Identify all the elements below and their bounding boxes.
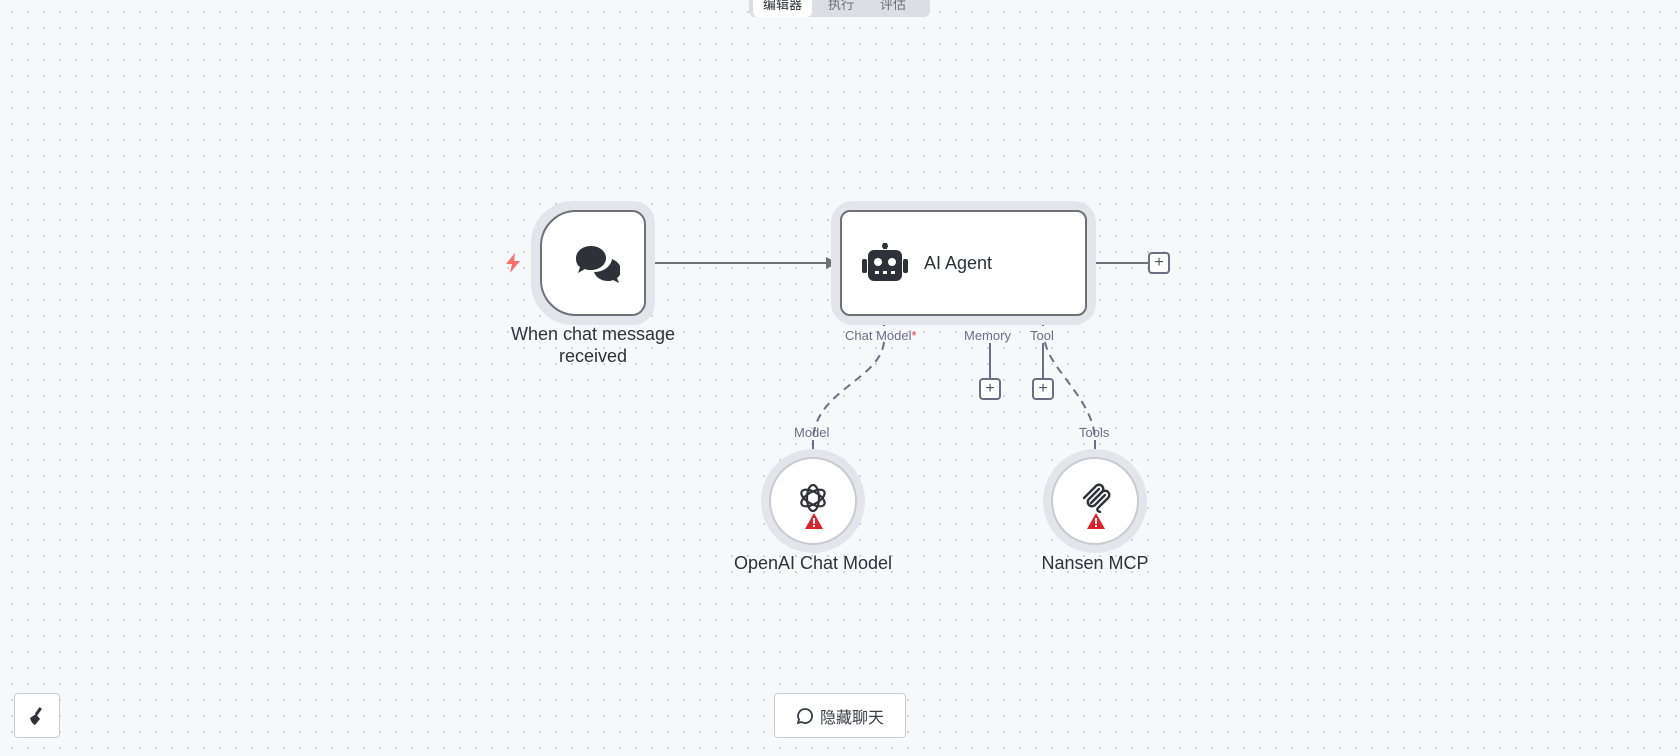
tab-executions[interactable]: 执行	[828, 0, 855, 12]
mcp-logo-icon	[1081, 481, 1113, 513]
add-node-after-agent-button[interactable]: +	[1148, 252, 1170, 274]
tab-evaluations[interactable]: 评估	[880, 0, 907, 12]
lightning-icon	[505, 253, 521, 273]
edge-tools-dashed	[1044, 341, 1096, 441]
hide-chat-label: 隐藏聊天	[819, 709, 884, 727]
clear-canvas-button[interactable]	[14, 693, 60, 738]
view-tabs: 编辑器 执行 评估	[749, 0, 930, 17]
memory-port-label: Memory	[964, 328, 1011, 343]
trigger-node-label: When chat message received	[498, 323, 688, 367]
nansen-node-label: Nansen MCP	[1041, 553, 1149, 573]
openai-logo-icon	[796, 481, 830, 515]
openai-chat-model-node[interactable]	[769, 457, 857, 545]
trigger-label-line2: received	[558, 346, 628, 366]
plus-icon: +	[1038, 380, 1048, 397]
required-asterisk: *	[911, 328, 917, 343]
tools-port-label: Tools	[1079, 425, 1110, 440]
agent-node-title: AI Agent	[924, 252, 993, 273]
chat-model-port-label: Chat Model*	[845, 328, 917, 343]
warning-triangle-icon	[805, 513, 823, 529]
edge-chat-model-dashed	[812, 341, 885, 441]
trigger-node[interactable]	[540, 210, 646, 316]
add-tool-button[interactable]: +	[1032, 378, 1054, 400]
chat-model-port-text: Chat Model	[845, 328, 912, 343]
tab-editor[interactable]: 编辑器	[753, 0, 813, 17]
robot-icon	[862, 243, 908, 283]
chat-bubble-icon	[796, 707, 814, 725]
trigger-label-line1: When chat message	[510, 324, 676, 344]
tool-port-label: Tool	[1030, 328, 1054, 343]
plus-icon: +	[985, 380, 995, 397]
warning-triangle-icon	[1087, 513, 1105, 529]
ai-agent-node[interactable]: AI Agent	[840, 210, 1087, 316]
model-port-label: Model	[794, 425, 830, 440]
chat-bubbles-icon	[572, 244, 620, 284]
add-memory-button[interactable]: +	[979, 378, 1001, 400]
hide-chat-button[interactable]: 隐藏聊天	[774, 693, 906, 738]
openai-node-label: OpenAI Chat Model	[733, 553, 893, 573]
nansen-mcp-node[interactable]	[1051, 457, 1139, 545]
plus-icon: +	[1154, 254, 1164, 271]
broom-icon	[27, 706, 47, 726]
